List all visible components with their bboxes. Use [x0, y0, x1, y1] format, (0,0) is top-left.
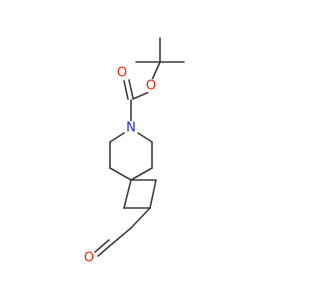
- aldehyde-oxygen-bg: [82, 251, 96, 265]
- aldehyde-oxygen: O: [84, 251, 94, 266]
- bond-aldehyde-double-a: [97, 243, 113, 257]
- bond-tbu-oester: [151, 61, 161, 81]
- bond-ring-left-spiro: [109, 167, 132, 181]
- bond-ring-right-spiro: [130, 167, 153, 181]
- bond-ch2-cho: [111, 227, 132, 245]
- bond-oester-carbonylc: [132, 91, 150, 100]
- ring-nitrogen-bg: [124, 121, 138, 135]
- ring-nitrogen: N: [126, 121, 136, 136]
- molecule-structure: O O N O: [82, 37, 185, 266]
- bond-carbonyl-double-a: [123, 80, 129, 100]
- bond-cb-ch2: [130, 207, 151, 229]
- ester-oxygen: O: [146, 79, 156, 94]
- carbonyl-oxygen: O: [117, 66, 127, 81]
- bond-n-c-left: [109, 132, 125, 143]
- bond-carbonyl-double-b: [128, 79, 134, 99]
- ester-oxygen-bg: [144, 79, 158, 93]
- carbonyl-oxygen-bg: [115, 66, 129, 80]
- bond-cb-1: [123, 179, 132, 209]
- bond-aldehyde-double-b: [94, 239, 110, 253]
- bond-n-c-right: [137, 132, 153, 143]
- bond-cb-3: [149, 179, 157, 209]
- structure-diagram: O O N O: [82, 37, 185, 266]
